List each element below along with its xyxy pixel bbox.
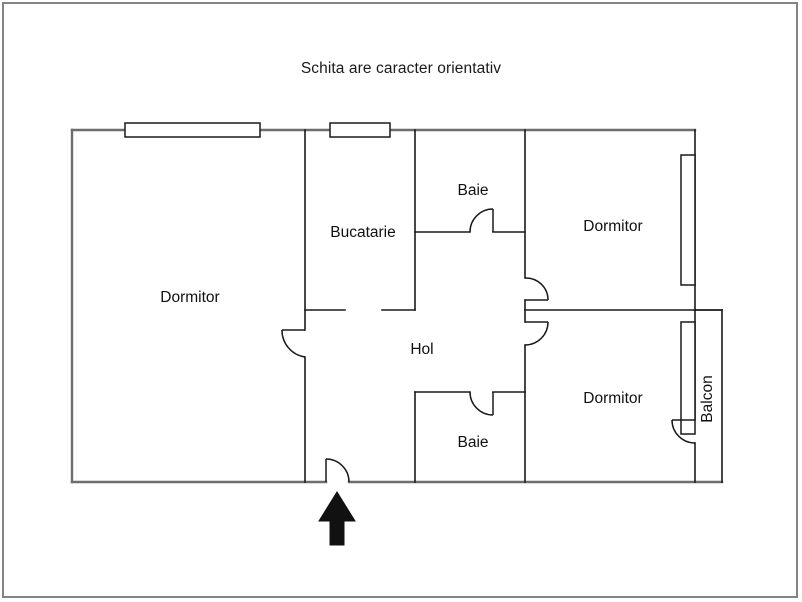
room-label-bucatarie: Bucatarie <box>330 224 396 241</box>
entrance-arrow <box>318 491 356 546</box>
door-baie-bottom <box>469 391 494 416</box>
window-dormitor-left <box>124 122 261 138</box>
door-dormitor-top-right <box>524 277 549 301</box>
windows <box>124 122 696 435</box>
room-label-baie-bottom: Baie <box>457 434 489 451</box>
door-baie-top <box>469 208 494 233</box>
window-dormitor-top-right <box>680 154 696 286</box>
window-balcon <box>680 321 696 435</box>
door-dormitor-bottom-right <box>524 321 549 346</box>
room-label-hol: Hol <box>410 341 434 358</box>
door-balcon <box>671 419 696 444</box>
window-bucatarie <box>329 122 391 138</box>
door-entrance <box>325 458 350 483</box>
room-label-baie-top: Baie <box>457 182 489 199</box>
room-label-dormitor-left: Dormitor <box>160 289 220 306</box>
page-title: Schita are caracter orientativ <box>300 60 502 77</box>
door-dormitor-left <box>281 329 306 358</box>
doors <box>281 208 696 483</box>
room-label-dormitor-bottom-right: Dormitor <box>583 390 643 407</box>
interior-walls <box>304 129 723 483</box>
room-label-balcon: Balcon <box>699 375 716 423</box>
room-label-dormitor-top-right: Dormitor <box>583 218 643 235</box>
